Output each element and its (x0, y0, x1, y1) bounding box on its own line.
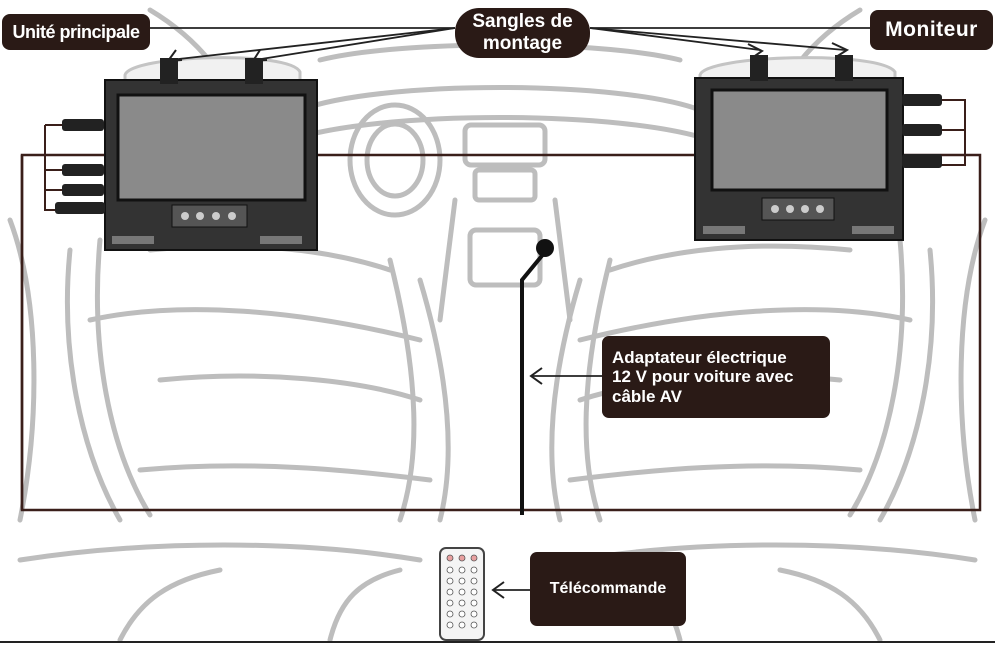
label-remote-control-text: Télécommande (549, 579, 667, 597)
label-power-adapter-line2: 12 V pour voiture avec (612, 367, 794, 387)
av-plugs-left (55, 119, 105, 214)
callout-lines (150, 27, 870, 591)
label-mounting-straps-line2: montage (482, 33, 563, 54)
av-plugs-right (902, 94, 942, 168)
arrowheads (165, 42, 850, 599)
car-interior-sketch (7, 7, 988, 643)
label-power-adapter-line3: câble AV (612, 386, 682, 406)
label-monitor: Moniteur (870, 10, 993, 50)
main-unit-monitor (104, 58, 318, 251)
label-monitor-text: Moniteur (885, 17, 978, 41)
label-remote-control: Télécommande (530, 552, 686, 626)
label-mounting-straps-line1: Sangles de (472, 11, 573, 33)
label-main-unit-text: Unité principale (12, 21, 140, 42)
av-cables-right (940, 99, 966, 166)
label-power-adapter-line1: Adaptateur électrique (612, 347, 787, 367)
remote-control-icon (439, 547, 485, 641)
power-cable (520, 239, 554, 515)
label-mounting-straps: Sangles de montage (455, 8, 590, 58)
monitor-right (694, 55, 904, 241)
wiring-frame (20, 153, 982, 512)
label-power-adapter: Adaptateur électrique 12 V pour voiture … (602, 336, 830, 418)
label-main-unit: Unité principale (2, 14, 150, 50)
